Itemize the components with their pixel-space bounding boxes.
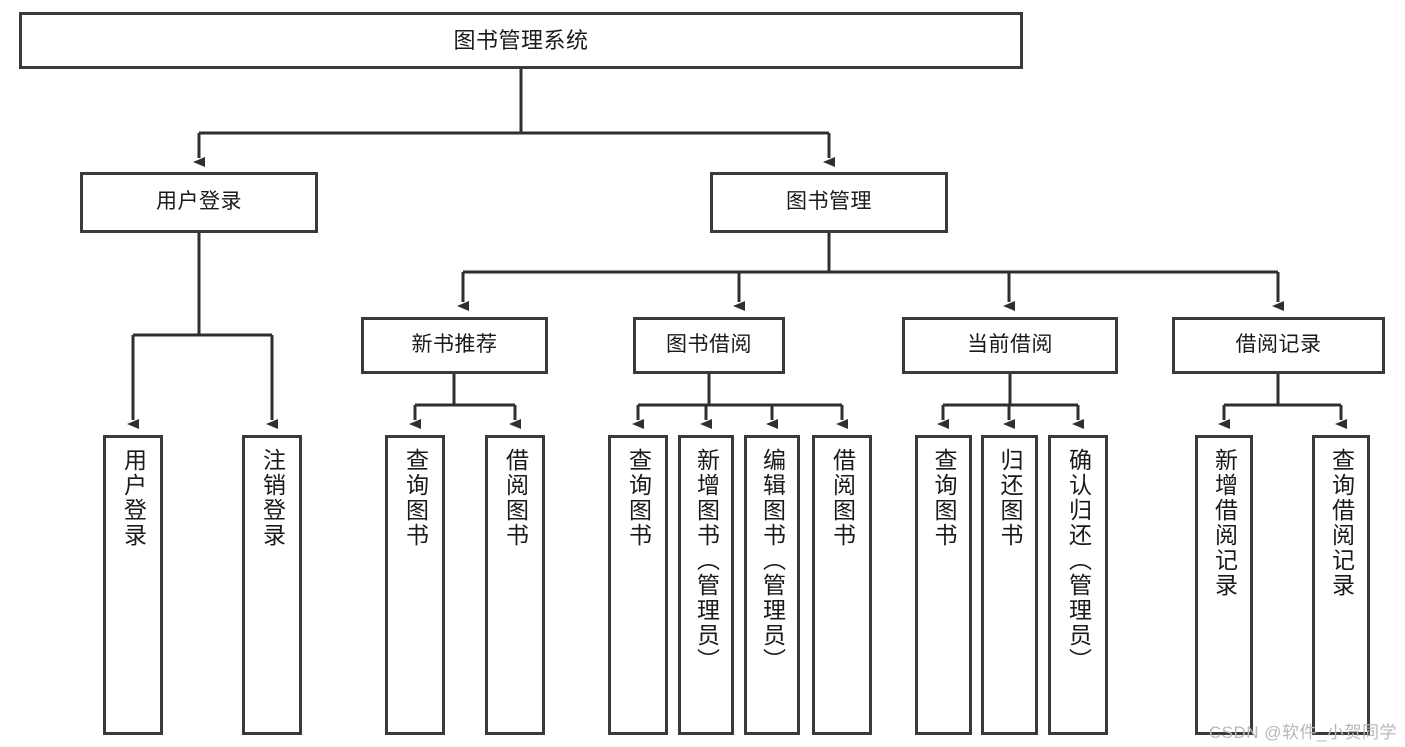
watermark: CSDN @软件_小贺同学 <box>1208 723 1397 742</box>
node-user-login-label: 用户登录 <box>156 190 242 214</box>
leaf-query-book-borrow-label: 查询图书 <box>625 448 652 548</box>
node-current-borrow-label: 当前借阅 <box>967 333 1053 357</box>
leaf-query-book-borrow[interactable]: 查询图书 <box>608 435 668 735</box>
leaf-query-borrow-record[interactable]: 查询借阅记录 <box>1312 435 1370 735</box>
leaf-query-book-current-label: 查询图书 <box>931 448 957 548</box>
node-new-book-recommend[interactable]: 新书推荐 <box>361 317 548 374</box>
leaf-confirm-return-admin[interactable]: 确认归还（管理员） <box>1048 435 1108 735</box>
node-book-management-label: 图书管理 <box>786 190 872 214</box>
leaf-query-book-current[interactable]: 查询图书 <box>915 435 972 735</box>
leaf-add-book-admin-label: 新增图书（管理员） <box>693 448 720 673</box>
leaf-query-book-new[interactable]: 查询图书 <box>385 435 445 735</box>
node-new-book-recommend-label: 新书推荐 <box>411 333 498 357</box>
leaf-return-book-label: 归还图书 <box>997 448 1023 548</box>
node-current-borrow[interactable]: 当前借阅 <box>902 317 1118 374</box>
leaf-borrow-book-new-label: 借阅图书 <box>502 448 529 548</box>
node-borrow-record-label: 借阅记录 <box>1235 333 1322 357</box>
leaf-logout-label: 注销登录 <box>259 448 286 548</box>
leaf-edit-book-admin[interactable]: 编辑图书（管理员） <box>744 435 800 735</box>
node-root-label: 图书管理系统 <box>453 27 589 53</box>
node-book-borrow-label: 图书借阅 <box>666 333 752 357</box>
node-book-management[interactable]: 图书管理 <box>710 172 948 233</box>
leaf-add-borrow-record[interactable]: 新增借阅记录 <box>1195 435 1253 735</box>
leaf-borrow-book[interactable]: 借阅图书 <box>812 435 872 735</box>
node-user-login[interactable]: 用户登录 <box>80 172 318 233</box>
leaf-user-login[interactable]: 用户登录 <box>103 435 163 735</box>
node-book-borrow[interactable]: 图书借阅 <box>633 317 785 374</box>
leaf-confirm-return-admin-label: 确认归还（管理员） <box>1065 448 1092 673</box>
node-root[interactable]: 图书管理系统 <box>19 12 1023 69</box>
leaf-add-book-admin[interactable]: 新增图书（管理员） <box>678 435 734 735</box>
leaf-add-borrow-record-label: 新增借阅记录 <box>1211 448 1238 598</box>
leaf-return-book[interactable]: 归还图书 <box>981 435 1038 735</box>
leaf-borrow-book-label: 借阅图书 <box>829 448 856 548</box>
leaf-query-borrow-record-label: 查询借阅记录 <box>1328 448 1355 598</box>
leaf-user-login-label: 用户登录 <box>120 448 147 548</box>
leaf-borrow-book-new[interactable]: 借阅图书 <box>485 435 545 735</box>
leaf-logout[interactable]: 注销登录 <box>242 435 302 735</box>
leaf-query-book-new-label: 查询图书 <box>402 448 429 548</box>
leaf-edit-book-admin-label: 编辑图书（管理员） <box>759 448 786 673</box>
node-borrow-record[interactable]: 借阅记录 <box>1172 317 1385 374</box>
